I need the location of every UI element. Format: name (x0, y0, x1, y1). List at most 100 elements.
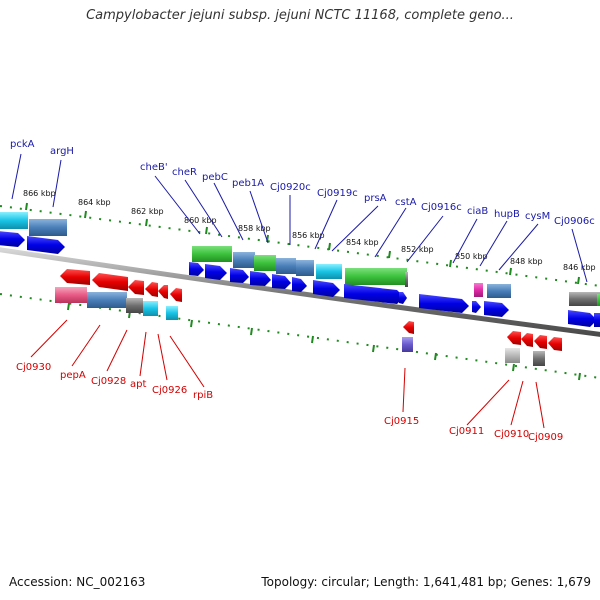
forward-gene[interactable] (292, 277, 307, 292)
reverse-gene[interactable] (92, 273, 128, 291)
reverse-gene[interactable] (507, 331, 521, 345)
accession-text: Accession: NC_002163 (9, 575, 146, 589)
forward-gene[interactable] (27, 236, 65, 254)
reverse-gene-labels: Cj0930 pepA Cj0928 apt Cj0926 rpiB Cj091… (16, 362, 563, 443)
reverse-gene[interactable] (60, 269, 90, 285)
tick-label: 862 kbp (131, 207, 164, 216)
forward-cog-track (0, 212, 600, 306)
gene-label[interactable]: cysM (525, 211, 550, 222)
gene-label[interactable]: cheB' (140, 162, 168, 173)
chromosome-backbone (0, 247, 600, 337)
cog-bar (569, 292, 600, 306)
cog-bar (487, 284, 511, 298)
gene-label[interactable]: Cj0930 (16, 362, 51, 373)
forward-gene[interactable] (419, 294, 469, 313)
reverse-gene[interactable] (534, 335, 547, 349)
tick-label: 860 kbp (184, 216, 217, 225)
tick-label: 866 kbp (23, 189, 56, 198)
forward-scale (0, 202, 600, 287)
tick-label: 854 kbp (346, 238, 379, 247)
gene-label[interactable]: rpiB (193, 390, 213, 401)
cog-bar (597, 294, 600, 306)
forward-gene[interactable] (205, 264, 227, 280)
cog-bar (126, 298, 143, 313)
cog-bar (402, 337, 413, 352)
cog-bar (254, 255, 276, 271)
cog-bar (143, 301, 158, 316)
gene-label[interactable]: cstA (395, 197, 417, 208)
gene-label[interactable]: Cj0928 (91, 376, 126, 387)
forward-scale-labels: 866 kbp 864 kbp 862 kbp 860 kbp 858 kbp … (23, 189, 596, 272)
forward-gene[interactable] (399, 292, 407, 304)
forward-gene[interactable] (484, 301, 509, 317)
cog-bar (29, 219, 67, 236)
cog-bar (405, 272, 408, 287)
forward-gene[interactable] (250, 271, 271, 286)
gene-label[interactable]: Cj0915 (384, 416, 419, 427)
reverse-cog-track (55, 287, 545, 366)
forward-gene[interactable] (0, 231, 25, 247)
forward-gene[interactable] (344, 284, 404, 304)
tick-label: 850 kbp (455, 252, 488, 261)
cog-bar (0, 212, 28, 229)
forward-gene[interactable] (594, 313, 600, 327)
gene-label[interactable]: Cj0906c (554, 216, 595, 227)
reverse-scale (0, 293, 600, 381)
cog-bar (296, 260, 314, 276)
cog-bar (87, 292, 127, 308)
map-title: Campylobacter jejuni subsp. jejuni NCTC … (86, 8, 514, 23)
gene-label[interactable]: ciaB (467, 206, 488, 217)
cog-bar (276, 258, 296, 274)
forward-gene-labels: pckA argH cheB' cheR pebC peb1A Cj0920c … (10, 139, 595, 227)
cog-bar (345, 268, 407, 285)
reverse-gene[interactable] (170, 288, 182, 302)
forward-gene[interactable] (189, 262, 204, 276)
tick-label: 846 kbp (563, 263, 596, 272)
gene-label[interactable]: apt (130, 379, 146, 390)
forward-gene[interactable] (313, 280, 340, 297)
cog-bar (533, 351, 545, 366)
gene-label[interactable]: Cj0919c (317, 188, 358, 199)
gene-label[interactable]: Cj0916c (421, 202, 462, 213)
gene-label[interactable]: pebC (202, 172, 228, 183)
forward-gene[interactable] (568, 310, 597, 327)
reverse-gene[interactable] (548, 337, 562, 351)
gene-label[interactable]: Cj0926 (152, 385, 187, 396)
reverse-gene[interactable] (158, 285, 168, 299)
reverse-gene[interactable] (145, 282, 158, 297)
cog-bar (192, 246, 232, 262)
gene-label[interactable]: pepA (60, 370, 86, 381)
tick-label: 856 kbp (292, 231, 325, 240)
gene-label[interactable]: hupB (494, 209, 520, 220)
forward-gene[interactable] (272, 274, 291, 289)
gene-label[interactable]: cheR (172, 167, 197, 178)
gene-label[interactable]: peb1A (232, 178, 264, 189)
reverse-gene[interactable] (403, 321, 414, 334)
forward-leader-lines (11, 153, 588, 283)
gene-label[interactable]: Cj0920c (270, 182, 311, 193)
cog-bar (474, 283, 483, 297)
forward-gene-track (0, 231, 600, 327)
gene-label[interactable]: argH (50, 146, 74, 157)
genome-summary-text: Topology: circular; Length: 1,641,481 bp… (261, 575, 591, 589)
gene-label[interactable]: pckA (10, 139, 35, 150)
reverse-gene-track (60, 269, 562, 351)
cog-bar (166, 306, 178, 320)
reverse-leader-lines (30, 319, 545, 429)
tick-label: 864 kbp (78, 198, 111, 207)
forward-gene[interactable] (472, 301, 481, 313)
gene-label[interactable]: prsA (364, 193, 387, 204)
gene-label[interactable]: Cj0909 (528, 432, 563, 443)
cog-bar (55, 287, 87, 303)
tick-label: 858 kbp (238, 224, 271, 233)
forward-gene[interactable] (230, 268, 249, 283)
cog-bar (233, 252, 255, 268)
cog-bar (316, 264, 342, 279)
gene-label[interactable]: Cj0910 (494, 429, 529, 440)
gene-label[interactable]: Cj0911 (449, 426, 484, 437)
cog-bar (505, 348, 520, 363)
reverse-gene[interactable] (128, 280, 144, 295)
reverse-gene[interactable] (521, 333, 533, 347)
